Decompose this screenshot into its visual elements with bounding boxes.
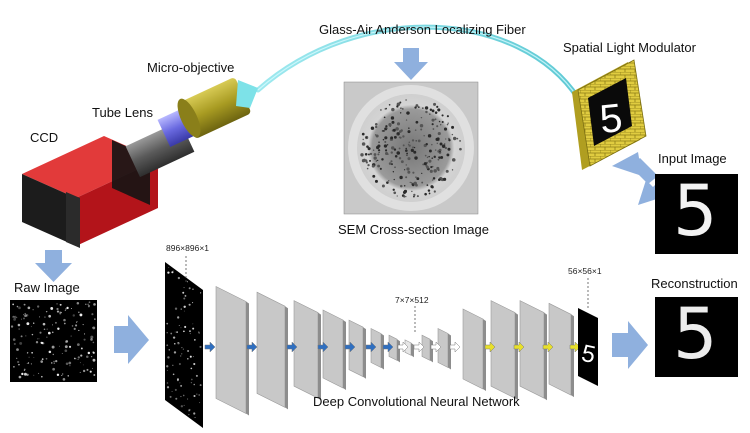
network-layer-edge <box>448 333 451 370</box>
tube-lens-label: Tube Lens <box>92 105 153 120</box>
layer-arrow <box>365 341 377 353</box>
raw-image-frame <box>10 300 97 382</box>
slm-label: Spatial Light Modulator <box>563 40 696 55</box>
network-layer-edge <box>363 327 366 379</box>
network-layer-edge <box>381 333 384 370</box>
reconstruction-frame <box>655 297 738 377</box>
network-layer-edge <box>285 306 288 410</box>
micro-objective-label: Micro-objective <box>147 60 235 75</box>
network-layer <box>519 300 545 399</box>
input-image-digit: 5 <box>673 170 718 252</box>
input-image-label: Input Image <box>658 151 727 166</box>
layer-arrow <box>569 341 581 353</box>
spatial-light-modulator: 5 <box>572 59 647 170</box>
layer-arrow <box>246 341 258 353</box>
output-digit: 5 <box>579 340 598 369</box>
network-layer-edge <box>544 312 547 401</box>
layer-arrow <box>542 341 554 353</box>
layer-arrow <box>513 341 525 353</box>
network-label: Deep Convolutional Neural Network <box>313 394 520 409</box>
network-layer-edge <box>483 319 486 391</box>
layer-arrow <box>286 341 298 353</box>
bottleneck-dim-label: 7×7×512 <box>395 295 429 305</box>
network-layer-edge <box>515 312 518 401</box>
output-dim-label: 56×56×1 <box>568 266 602 276</box>
layer-arrow <box>204 341 216 353</box>
network-layer-edge <box>318 312 321 401</box>
imaging-optics <box>22 78 258 248</box>
network-layer-edge <box>397 339 400 363</box>
input-image-frame <box>655 174 738 254</box>
ccd-to-raw-arrow <box>35 250 72 282</box>
layer-arrow <box>484 341 496 353</box>
layer-arrow <box>382 341 394 353</box>
network-layer-edge <box>571 314 574 398</box>
reconstruction-digit: 5 <box>673 293 718 375</box>
network-layer <box>256 291 286 408</box>
slm-digit: 5 <box>598 96 625 142</box>
reconstruction-label: Reconstruction <box>651 276 738 291</box>
layer-arrow <box>397 341 409 353</box>
network-layer <box>215 286 247 414</box>
network-layer <box>490 300 516 399</box>
sem-cross-section-image <box>343 81 479 215</box>
network-layer <box>548 302 572 396</box>
raw-image-label: Raw Image <box>14 280 80 295</box>
network-layer-edge <box>430 339 433 363</box>
layer-arrow <box>413 341 425 353</box>
network-to-reconstruction-arrow <box>612 321 648 369</box>
sem-label: SEM Cross-section Image <box>338 222 489 237</box>
layer-arrow <box>430 341 442 353</box>
network-layer <box>293 300 319 399</box>
input-dim-label: 896×896×1 <box>166 243 210 253</box>
layer-arrow <box>449 341 461 353</box>
fiber-to-sem-arrow <box>394 48 428 80</box>
raw-to-network-arrow <box>114 315 149 364</box>
output-layer <box>578 308 598 386</box>
network-layer-edge <box>411 342 414 358</box>
ccd-label: CCD <box>30 130 59 145</box>
network-layer-edge <box>343 320 346 390</box>
network-layer-edge <box>246 301 249 416</box>
layer-arrow <box>317 341 329 353</box>
fiber-label: Glass-Air Anderson Localizing Fiber <box>319 22 526 37</box>
network-layer <box>462 308 484 390</box>
layer-arrow <box>344 341 356 353</box>
input-layer <box>165 262 203 428</box>
